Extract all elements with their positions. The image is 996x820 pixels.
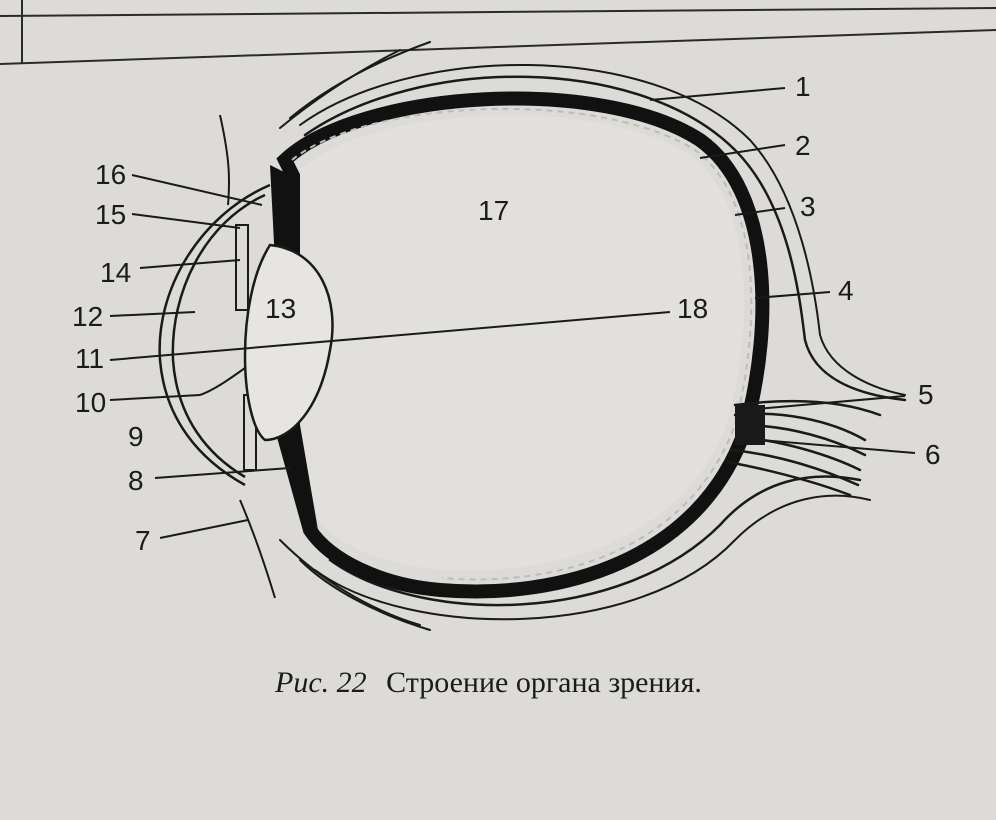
caption-prefix: Рис. 22 [274, 666, 367, 699]
table-border [0, 0, 996, 65]
label-16: 16 [95, 159, 126, 190]
outer-membrane-lines [279, 41, 907, 631]
retina-hatch [291, 107, 753, 581]
label-1: 1 [795, 71, 811, 102]
eyelid-line-bottom [239, 499, 276, 599]
optic-disc [735, 405, 765, 445]
label-5: 5 [918, 379, 934, 410]
label-9: 9 [128, 421, 144, 452]
vitreous-body [300, 115, 745, 571]
label-15: 15 [95, 199, 126, 230]
label-6: 6 [925, 439, 941, 470]
label-13: 13 [265, 293, 296, 324]
ciliary-body-top [270, 165, 300, 262]
label-2: 2 [795, 130, 811, 161]
lens [243, 243, 334, 442]
leader-lines [109, 87, 916, 539]
label-12: 12 [72, 301, 103, 332]
label-10: 10 [75, 387, 106, 418]
label-11: 11 [75, 343, 104, 374]
label-18: 18 [677, 293, 708, 324]
label-14: 14 [100, 257, 131, 288]
caption-text: Строение органа зрения. [386, 666, 702, 699]
iris-top [235, 224, 249, 311]
label-3: 3 [800, 191, 816, 222]
label-8: 8 [128, 465, 144, 496]
label-17: 17 [478, 195, 509, 226]
label-7: 7 [135, 525, 151, 556]
ciliary-body-bottom [275, 420, 318, 530]
figure-caption: Рис. 22 Строение органа зрения. [274, 666, 702, 699]
label-4: 4 [838, 275, 854, 306]
cornea [158, 183, 271, 487]
